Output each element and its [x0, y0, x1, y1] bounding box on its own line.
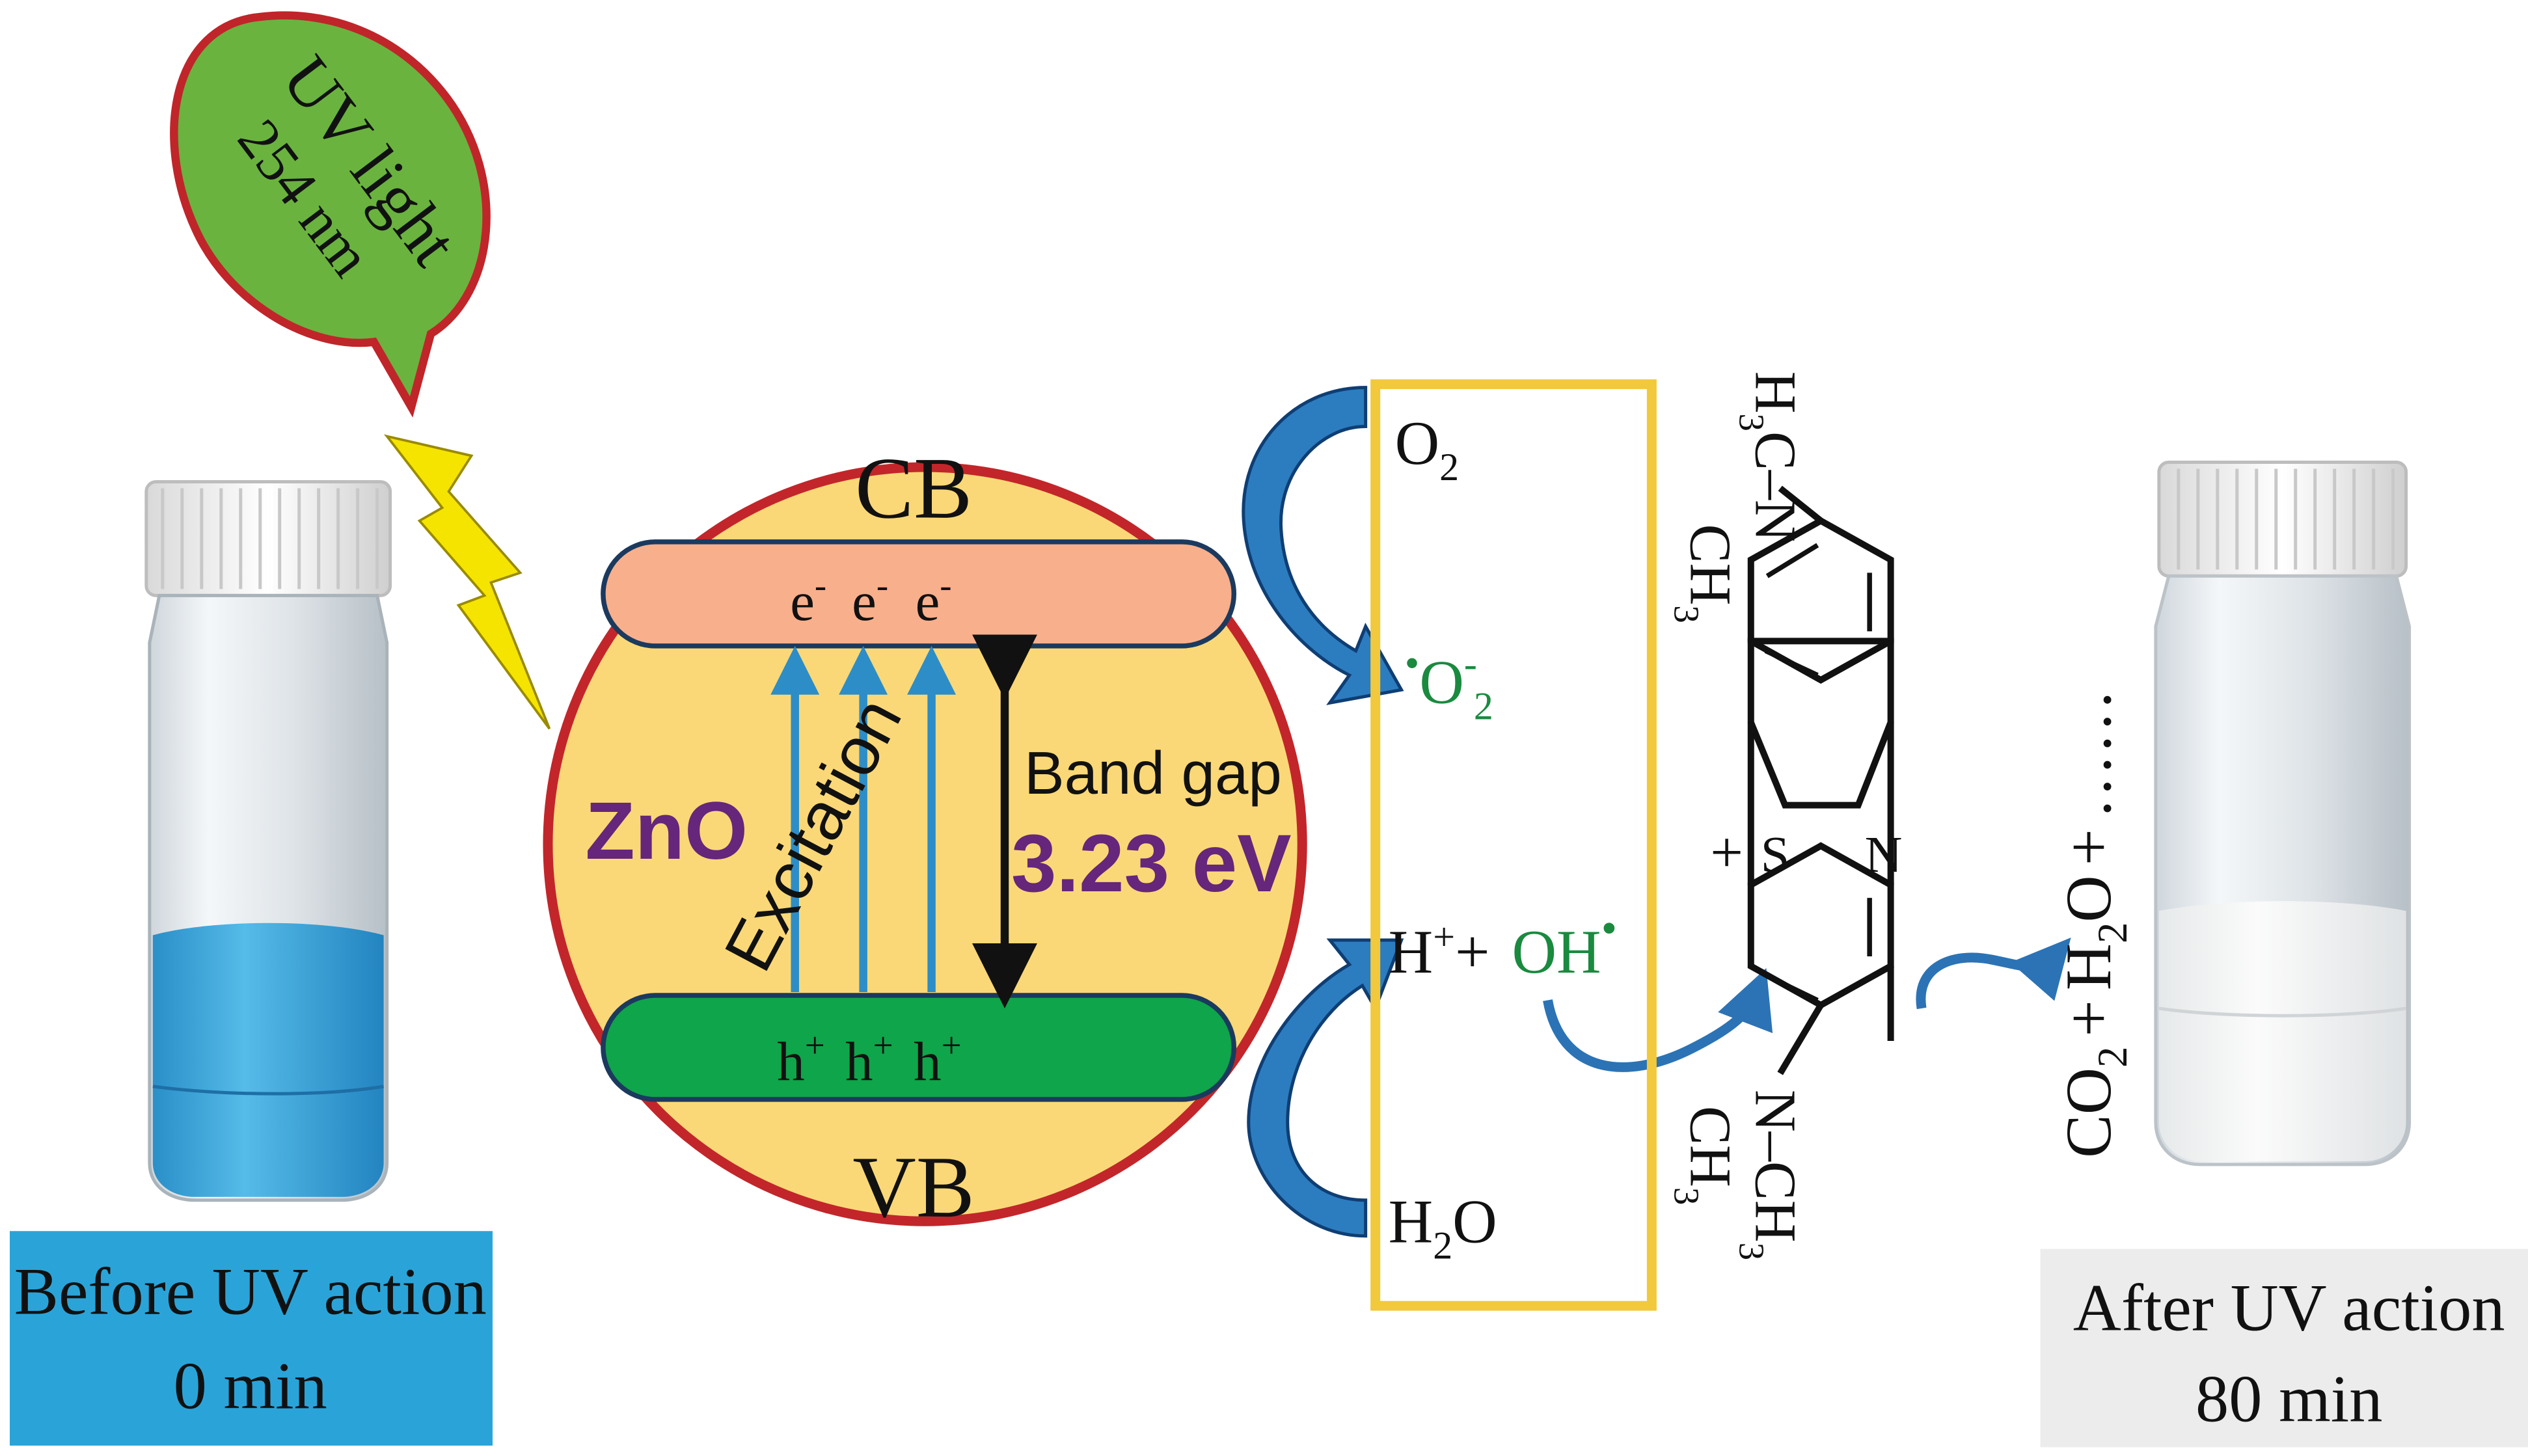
products-label: CO2+H2O+…… [2052, 689, 2136, 1158]
svg-text:e-: e- [916, 565, 952, 632]
vial-after [2154, 461, 2412, 1166]
methylene-blue-structure [1747, 485, 1894, 1075]
hydroxyl-label: OH• [1512, 904, 1618, 986]
water-label: H2O [1389, 1187, 1497, 1267]
electrons: e- e- e- [790, 565, 951, 632]
superoxide-label: •O-2 [1405, 640, 1493, 727]
label-after-line1: After UV action [2073, 1272, 2505, 1345]
svg-text:e-: e- [852, 565, 888, 632]
svg-text:h+: h+ [845, 1025, 893, 1092]
band-gap-value: 3.23 eV [1011, 818, 1292, 909]
label-before-line1: Before UV action [14, 1256, 487, 1329]
excitation-arrows [770, 645, 957, 992]
curve-arrow-products-icon [1916, 937, 2071, 1010]
label-after-box [2040, 1248, 2528, 1448]
svg-text:h+: h+ [914, 1025, 961, 1092]
reaction-box [1370, 379, 1657, 1311]
bottom-ch3-label: CH3 [1666, 1106, 1742, 1205]
valence-band [601, 993, 1237, 1102]
bottom-methyl-label: N–CH3 [1732, 1090, 1807, 1260]
top-ch3-label: CH3 [1666, 524, 1742, 623]
vb-label: VB [852, 1139, 974, 1236]
holes: h+ h+ h+ [777, 1025, 961, 1092]
label-before-line2: 0 min [174, 1350, 327, 1423]
ring-nitrogen: N [1865, 826, 1903, 883]
curve-arrow-h2o-icon [1247, 938, 1404, 1238]
label-after-line2: 80 min [2195, 1363, 2382, 1436]
curve-arrow-o2-icon [1242, 386, 1404, 705]
top-methyl-label: H3C–N [1732, 371, 1807, 542]
vial-before [144, 479, 392, 1202]
lightning-bolt-icon [383, 434, 551, 730]
svg-text:e-: e- [790, 565, 826, 632]
ring-sulfur: S [1761, 826, 1789, 883]
h-plus-label: H++ [1389, 915, 1490, 986]
uv-light-bubble: UV light 254 nm [170, 11, 491, 418]
flow-arrows [1242, 386, 1404, 1238]
label-before-box [9, 1231, 493, 1446]
band-gap-label: Band gap [1024, 739, 1282, 807]
svg-text:h+: h+ [777, 1025, 824, 1092]
curve-arrow-oh-icon [1543, 968, 1773, 1072]
cb-label: CB [855, 440, 972, 537]
charge-plus: + [1710, 820, 1743, 885]
o2-label: O2 [1395, 409, 1460, 489]
zno-label: ZnO [585, 786, 748, 876]
